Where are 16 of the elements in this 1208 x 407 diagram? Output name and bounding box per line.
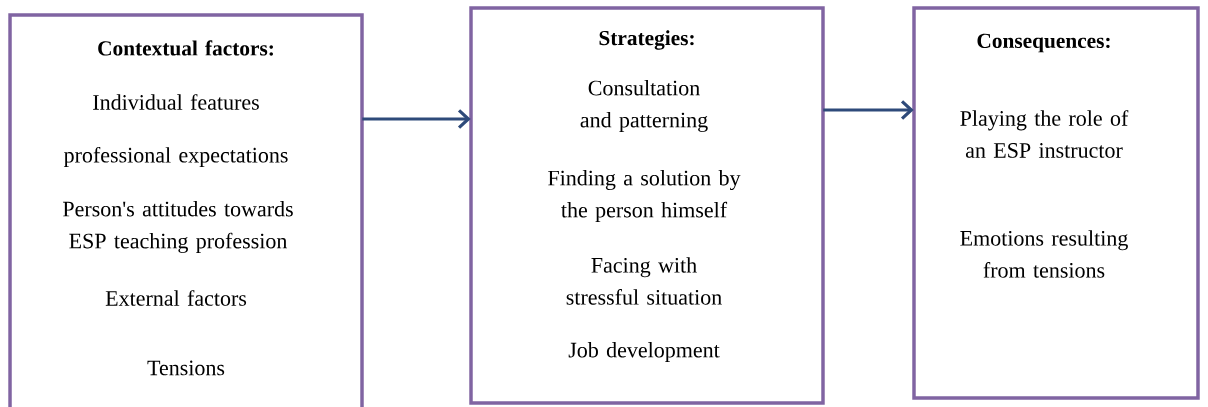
arrow (362, 109, 471, 129)
list-item: Individual features (93, 94, 259, 110)
list-item: professional expectations (63, 146, 288, 168)
box-heading: Consequences: (977, 33, 1110, 53)
list-item: Playing the role of an ESP instructor (960, 110, 1129, 158)
arrow (823, 100, 914, 120)
list-item: Facing with stressful situation (566, 257, 722, 305)
list-item: Finding a solution by the person himself (548, 170, 741, 222)
list-item: Tensions (147, 360, 225, 376)
list-item: Person's attitudes towards ESP teaching profession (63, 201, 293, 253)
list-item: Emotions resulting from tensions (960, 230, 1128, 278)
list-item: Consultation and patterning (580, 80, 708, 132)
list-item: Job development (568, 342, 720, 362)
list-item: External factors (105, 290, 247, 306)
box-heading: Contextual factors: (98, 40, 273, 56)
box-heading: Strategies: (599, 30, 694, 50)
